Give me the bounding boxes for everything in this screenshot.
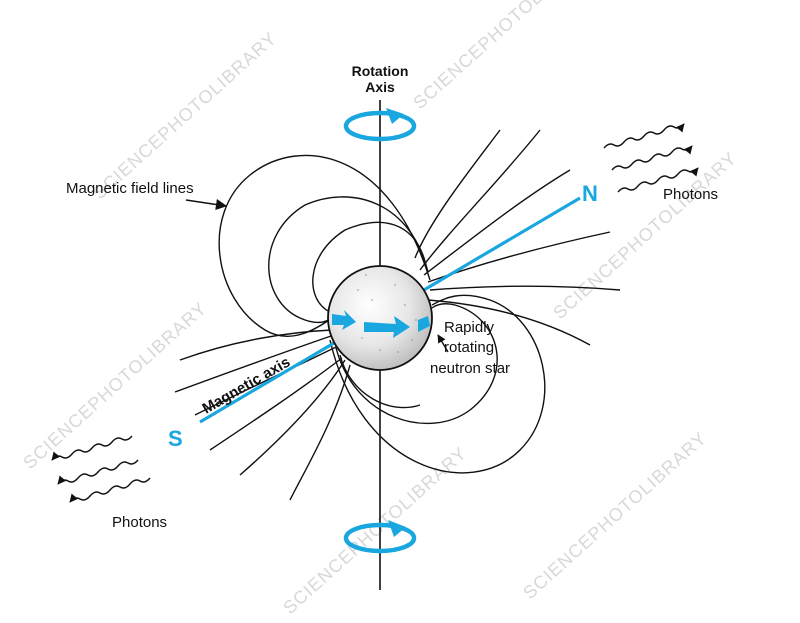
watermark-text: SCIENCEPHOTOLIBRARY [409, 0, 600, 113]
star-label-line1: Rapidly [444, 319, 495, 336]
south-pole-label: S [168, 426, 183, 451]
watermark-text: SCIENCEPHOTOLIBRARY [279, 443, 470, 618]
photon-wave-icon [51, 435, 133, 461]
rotation-arrow-top-icon [343, 108, 417, 142]
photons-label-left: Photons [112, 514, 167, 531]
magnetic-axis-label: Magnetic axis [200, 354, 294, 418]
magnetic-field-lines [174, 129, 621, 501]
neutron-star [327, 265, 433, 371]
rotation-axis-label-line1: Rotation [352, 63, 409, 79]
star-label-line2: rotating [444, 339, 494, 356]
photons-lower-left [51, 435, 151, 503]
photon-wave-icon [617, 167, 699, 193]
watermark-text: SCIENCEPHOTOLIBRARY [549, 148, 740, 323]
star-label-line3: neutron star [430, 360, 510, 377]
field-lines-pointer-icon [185, 198, 228, 211]
photons-label-right: Photons [663, 186, 718, 203]
star-rotation-arrows [332, 310, 430, 338]
magnetic-field-lines-label: Magnetic field lines [66, 180, 194, 197]
star-pointer-icon [437, 334, 449, 353]
rotation-arrow-bottom-icon [343, 520, 417, 554]
north-pole-label: N [582, 181, 598, 206]
photon-wave-icon [611, 145, 693, 171]
photons-upper-right [603, 123, 699, 193]
photon-wave-icon [57, 459, 139, 485]
photon-wave-icon [69, 477, 151, 503]
photon-wave-icon [603, 123, 685, 149]
watermark-text: SCIENCEPHOTOLIBRARY [89, 28, 280, 203]
rotation-axis-label-line2: Axis [365, 79, 395, 95]
watermark-text: SCIENCEPHOTOLIBRARY [519, 428, 710, 603]
